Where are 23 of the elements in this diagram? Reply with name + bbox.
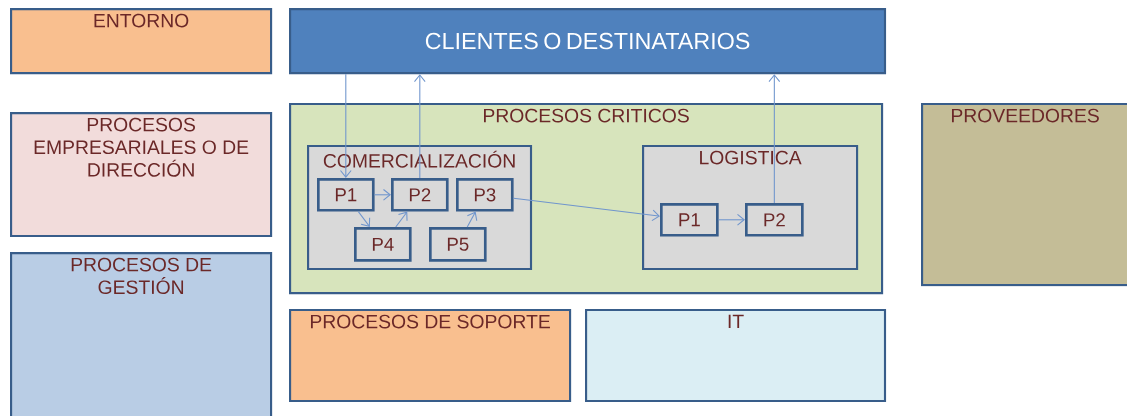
process-step-box: P4 — [354, 227, 412, 262]
arrow — [339, 73, 352, 178]
arrow — [357, 211, 371, 227]
process-step-box: P1 — [317, 178, 375, 212]
process-area-box: PROCESOS DE GESTIÓN — [10, 252, 273, 416]
process-area-box: PROCESOS EMPRESARIALES O DE DIRECCIÓN — [10, 112, 273, 238]
arrow — [413, 74, 426, 179]
process-area-box: PROCESOS DE SOPORTE — [289, 309, 572, 403]
process-step-box: P2 — [745, 203, 804, 237]
clients-banner: CLIENTES O DESTINATARIOS — [289, 8, 887, 75]
arrow — [395, 211, 408, 228]
process-step-box: P5 — [429, 227, 487, 262]
process-area-box: PROVEEDORES — [921, 103, 1127, 287]
arrow — [374, 188, 391, 201]
process-step-box: P2 — [391, 178, 449, 212]
process-area-box: ENTORNO — [10, 8, 273, 75]
arrow — [718, 213, 745, 226]
process-step-box: P3 — [456, 178, 514, 212]
arrow — [513, 197, 660, 222]
process-step-box: P1 — [660, 203, 719, 237]
arrow — [768, 74, 781, 204]
arrow — [466, 211, 478, 228]
process-area-box: IT — [585, 309, 887, 403]
